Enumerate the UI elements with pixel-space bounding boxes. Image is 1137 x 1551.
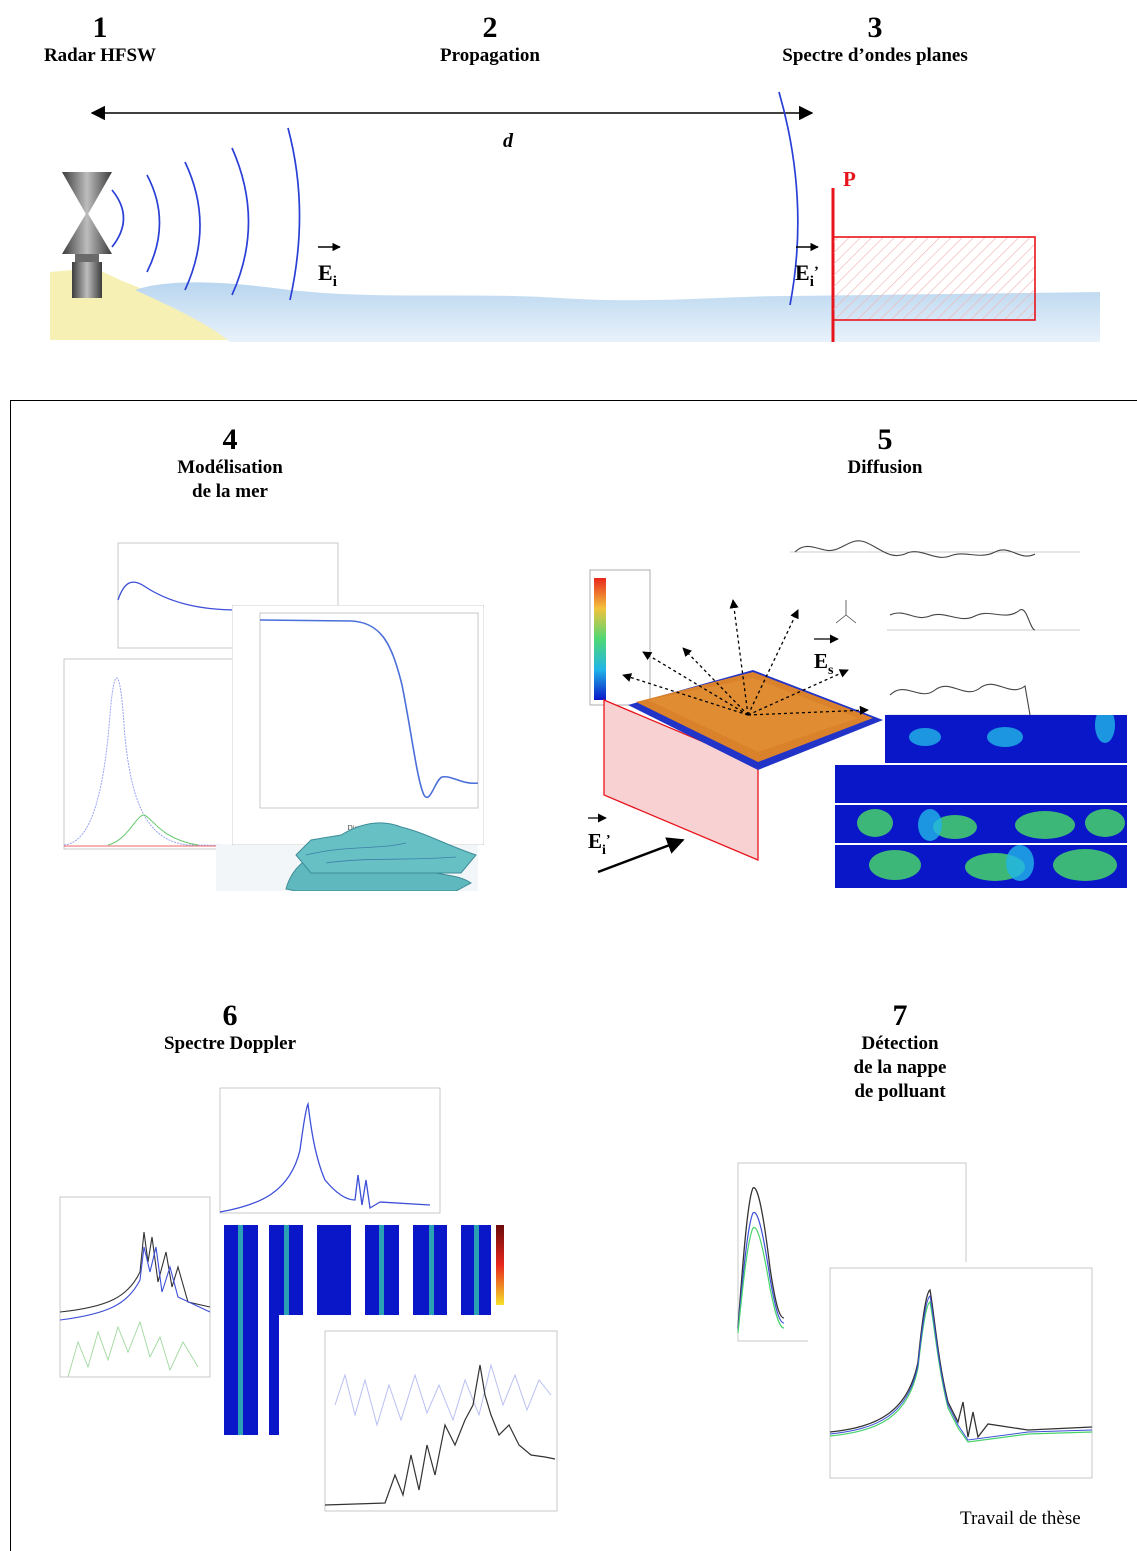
- incident-field-label: Ei: [318, 260, 337, 290]
- doppler-spectrum-top: [190, 1080, 450, 1220]
- step-7-number: 7: [892, 999, 908, 1032]
- step-4-label-line2: de la mer: [192, 481, 268, 502]
- plane-p-label: P: [843, 167, 856, 191]
- lower-frame: [10, 400, 1137, 1551]
- distance-symbol: d: [503, 130, 514, 152]
- step-1-header: 1 Radar HFSW: [20, 12, 180, 68]
- step-2-header: 2 Propagation: [405, 12, 575, 68]
- step-4-header: 4 Modélisation de la mer: [130, 424, 330, 504]
- step-3-label: Spectre d’ondes planes: [782, 45, 968, 66]
- step-5-header: 5 Diffusion: [800, 424, 970, 480]
- step-4-number: 4: [222, 423, 238, 456]
- scattering-scene: Ei’ Es: [588, 569, 883, 874]
- step-6-number: 6: [222, 999, 238, 1032]
- sea-surface-3d-top: [295, 822, 477, 874]
- doppler-spectrum-left: [48, 1192, 218, 1387]
- radar-antenna-icon: [62, 172, 112, 298]
- step-6-label: Spectre Doppler: [163, 1033, 297, 1054]
- step-7-label-line1: Détection: [861, 1033, 939, 1054]
- incident-field-prime-label: Ei’: [795, 260, 819, 290]
- correlation-plot: Distance R (m): [232, 605, 484, 845]
- step-7-label-line3: de polluant: [854, 1081, 946, 1102]
- step-5-label: Diffusion: [847, 457, 923, 478]
- scattered-field-label: Es: [814, 649, 834, 678]
- step-3-header: 3 Spectre d’ondes planes: [735, 12, 1015, 68]
- step-7-header: 7 Détection de la nappe de polluant: [800, 1000, 1000, 1104]
- step-5-number: 5: [877, 423, 893, 456]
- field-maps: [835, 715, 1127, 888]
- step-1-label: Radar HFSW: [43, 45, 157, 66]
- scatter-incident-label: Ei’: [588, 829, 611, 858]
- step-7-label-line2: de la nappe: [853, 1057, 947, 1078]
- footer-credit: Travail de thèse: [960, 1508, 1081, 1529]
- detection-spectrum-large: [808, 1262, 1098, 1487]
- doppler-spectrograms: [224, 1225, 504, 1435]
- step-3-number: 3: [867, 11, 883, 44]
- wavefronts: [111, 91, 799, 306]
- step-2-label: Propagation: [440, 45, 540, 66]
- step-2-number: 2: [482, 11, 498, 44]
- propagation-scene: d Ei Ei’ P: [50, 91, 1100, 342]
- step-1-number: 1: [92, 11, 108, 44]
- doppler-spectrum-bottom: [305, 1325, 565, 1525]
- interface-profiles: [790, 540, 1080, 730]
- step-4-label-line1: Modélisation: [177, 457, 283, 478]
- step-6-header: 6 Spectre Doppler: [130, 1000, 330, 1056]
- plane-wave-region: [832, 236, 1036, 321]
